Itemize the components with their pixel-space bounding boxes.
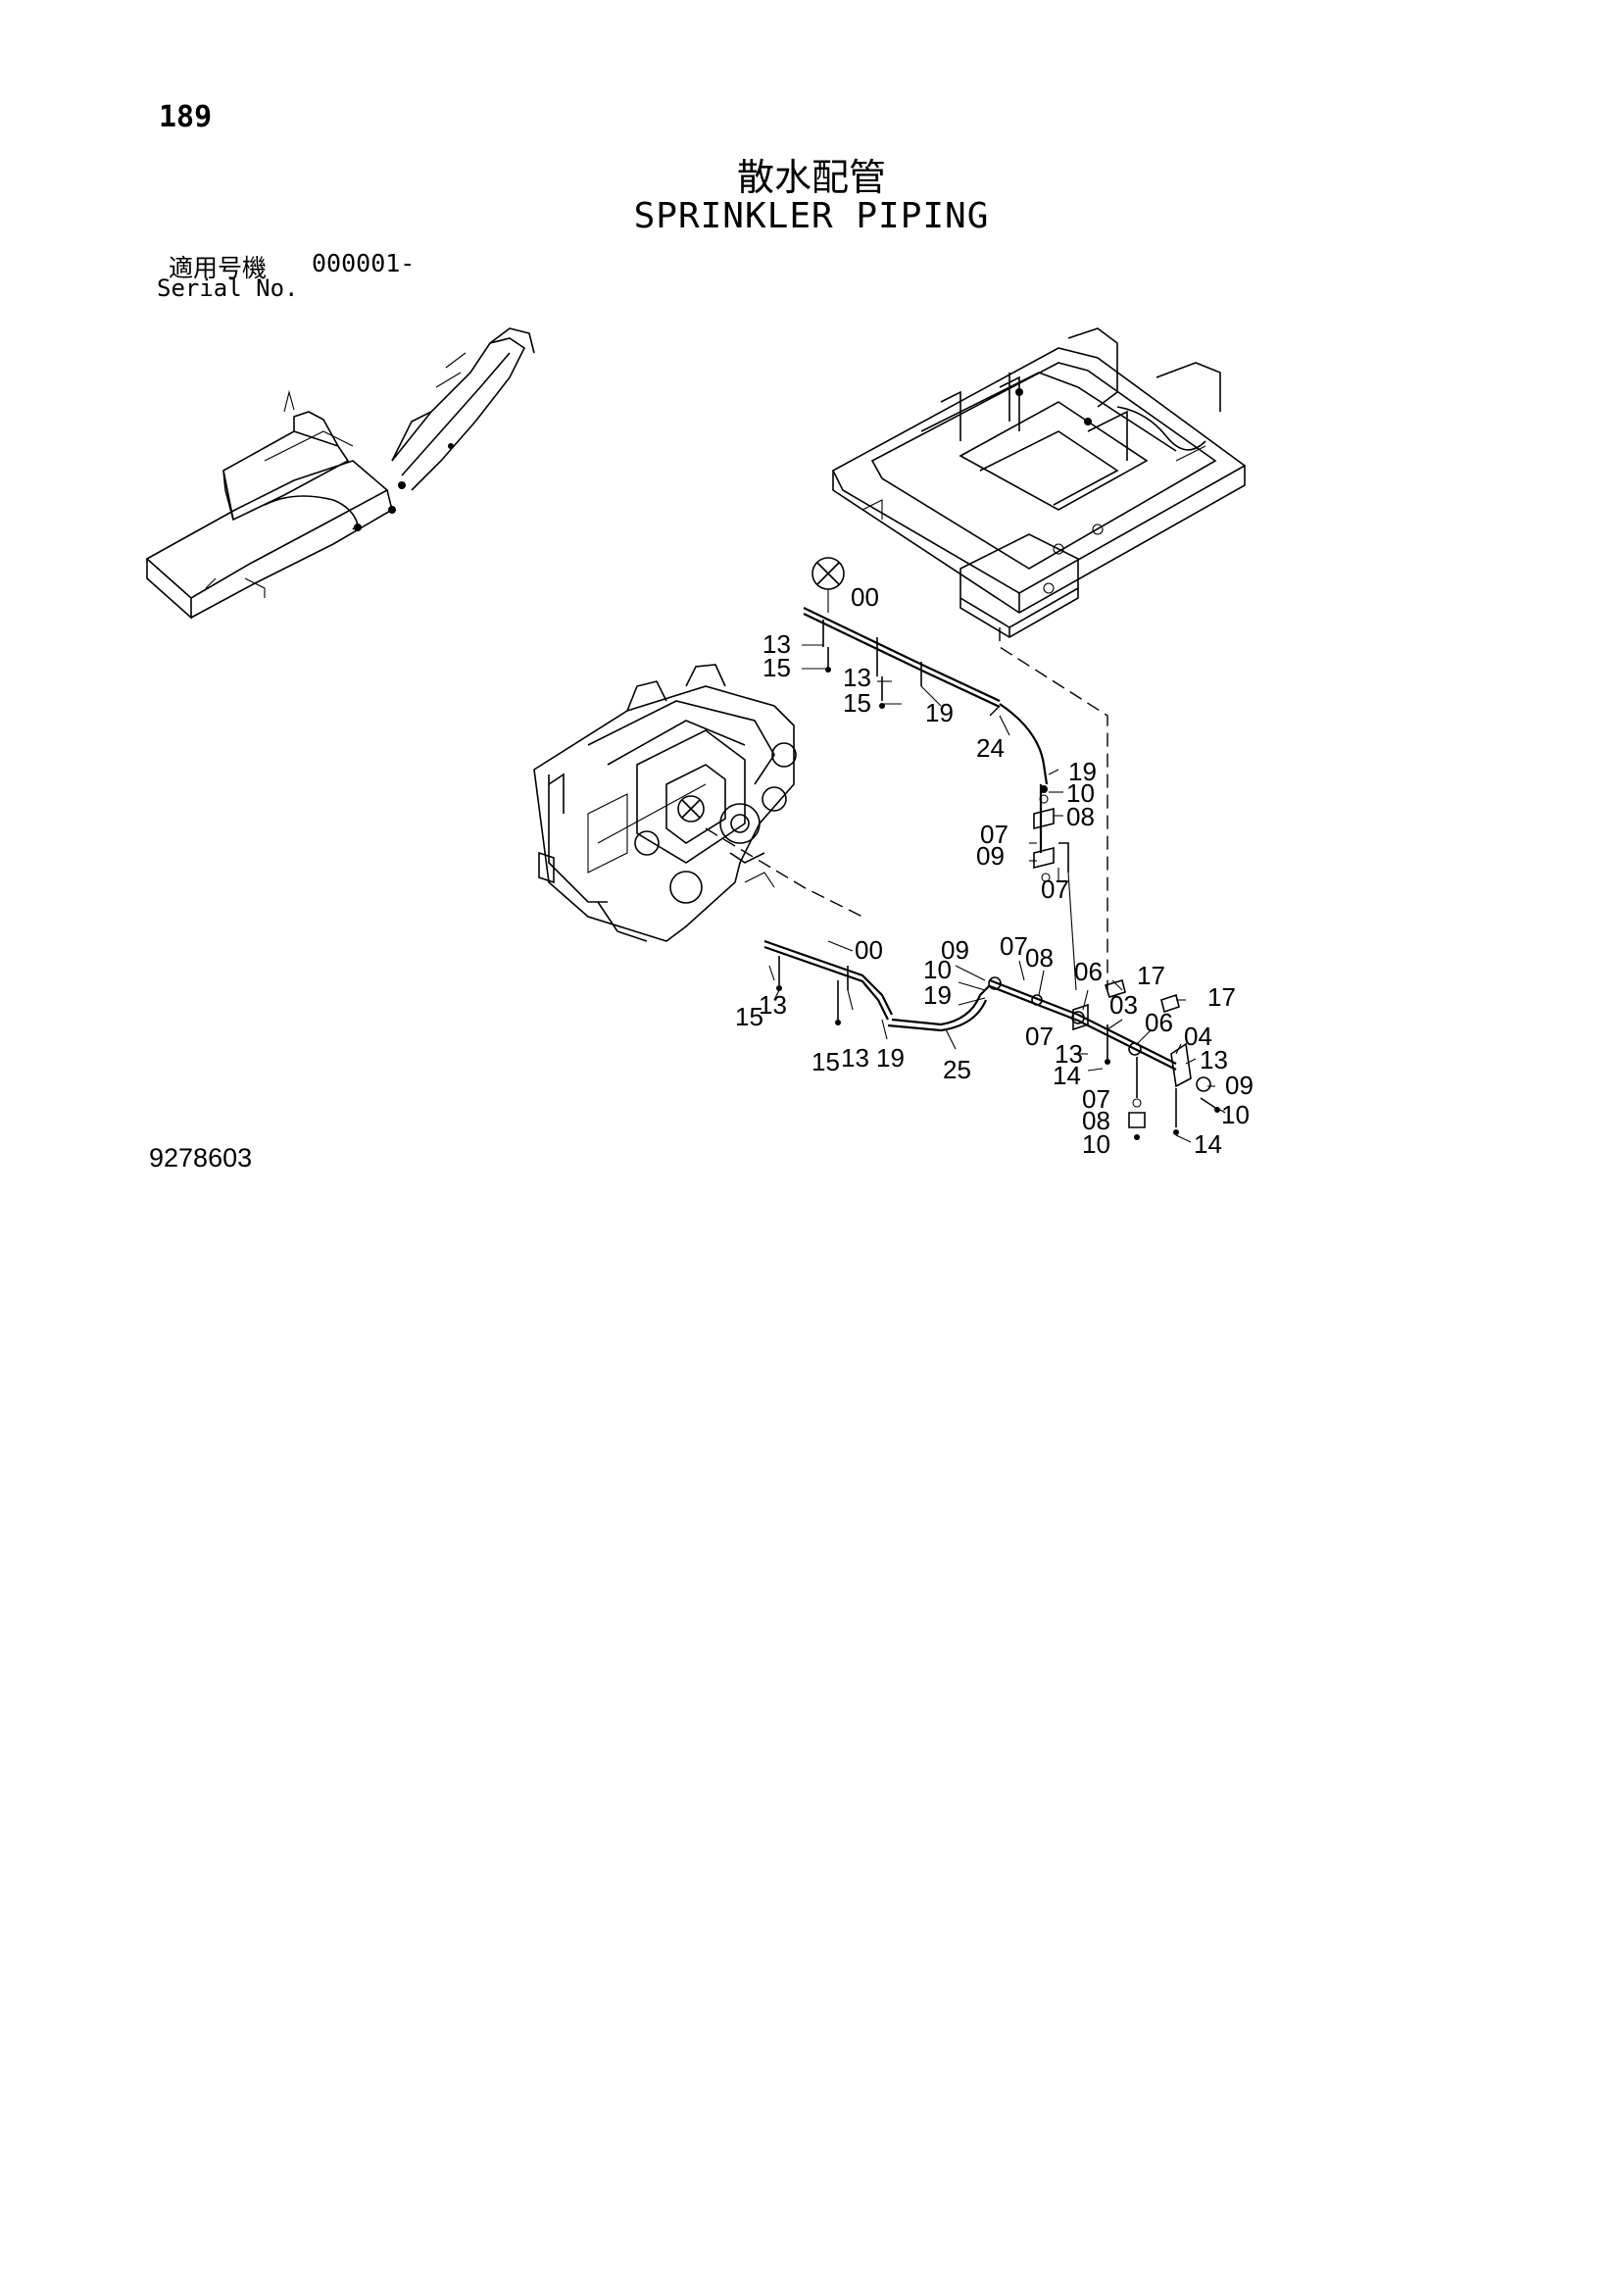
callout-label: 07 <box>1082 1084 1110 1114</box>
callout-label: 13 <box>841 1043 869 1073</box>
not-supplied-marker-icon <box>812 557 845 590</box>
callout-label: 08 <box>1025 943 1054 973</box>
callout-label: 15 <box>812 1047 840 1076</box>
upper-frame <box>831 327 1247 638</box>
leader-lines <box>768 589 1226 1143</box>
callout-label: 08 <box>1066 802 1095 831</box>
callout-label: 07 <box>1025 1022 1054 1051</box>
callout-label: 09 <box>976 841 1005 871</box>
callout-label: 07 <box>1041 874 1069 904</box>
callout-label: 19 <box>1068 757 1097 786</box>
lower-frame <box>533 664 797 942</box>
callout-labels: 00 13 15 13 15 19 24 19 10 08 07 09 07 0… <box>735 582 1254 1159</box>
callout-label: 15 <box>843 688 871 718</box>
callout-label: 09 <box>941 935 969 965</box>
callout-label: 10 <box>1221 1100 1250 1129</box>
callout-label: 06 <box>1074 957 1103 986</box>
lower-pipe-assembly <box>763 939 1220 1140</box>
callout-label: 14 <box>1194 1129 1222 1159</box>
callout-label: 00 <box>851 582 879 612</box>
callout-label: 09 <box>1225 1071 1254 1100</box>
callout-label: 10 <box>923 955 952 984</box>
serial-label-japanese: 適用号機 <box>169 254 268 282</box>
callout-label: 00 <box>855 935 883 965</box>
serial-label: Serial No. <box>157 275 299 302</box>
callout-label: 25 <box>943 1055 971 1084</box>
callout-label: 13 <box>762 629 791 659</box>
callout-label: 08 <box>1082 1106 1110 1135</box>
callout-label: 13 <box>759 990 787 1020</box>
callout-label: 19 <box>923 980 952 1010</box>
serial-number-value: 000001- <box>312 249 416 277</box>
callout-label: 17 <box>1207 982 1236 1012</box>
page-title-japanese: 散水配管 <box>736 156 886 199</box>
callout-label: 14 <box>1053 1061 1081 1090</box>
callout-label: 06 <box>1145 1008 1173 1037</box>
callout-label: 19 <box>925 698 954 727</box>
page-number: 189 <box>159 100 213 134</box>
callout-label: 13 <box>1200 1045 1228 1074</box>
figure-code: 9278603 <box>149 1143 253 1173</box>
callout-label: 04 <box>1184 1022 1212 1051</box>
callout-label: 07 <box>1000 931 1028 961</box>
callout-label: 10 <box>1082 1129 1110 1159</box>
callout-label: 15 <box>762 653 791 682</box>
overview-thumbnail <box>145 327 535 620</box>
callout-label: 15 <box>735 1002 763 1031</box>
callout-label: 19 <box>876 1043 905 1073</box>
callout-label: 10 <box>1066 778 1095 808</box>
upper-pipe-assembly <box>803 607 1077 991</box>
reference-lines <box>705 627 1108 990</box>
callout-label: 13 <box>1055 1039 1083 1069</box>
not-supplied-marker-icon <box>677 795 705 823</box>
callout-label: 13 <box>843 663 871 692</box>
callout-label: 07 <box>980 820 1008 849</box>
page-title: SPRINKLER PIPING <box>633 196 990 236</box>
callout-label: 24 <box>976 733 1005 763</box>
callout-label: 17 <box>1137 961 1165 990</box>
callout-label: 03 <box>1109 990 1138 1020</box>
